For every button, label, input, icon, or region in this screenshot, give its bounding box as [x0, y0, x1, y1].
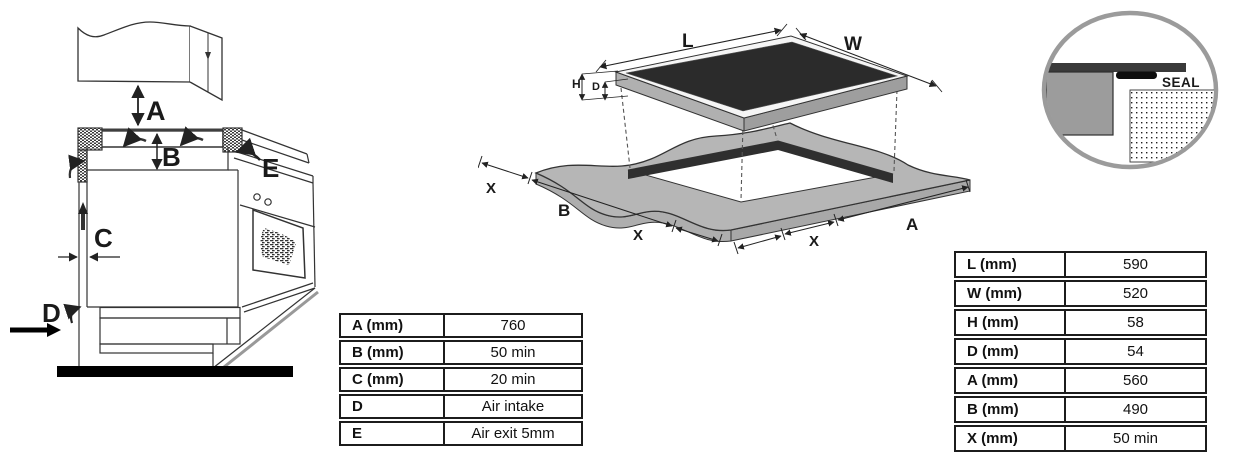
hob-body-section	[1046, 71, 1114, 136]
worktop-slab	[534, 122, 971, 243]
dimension-value: 50 min	[490, 344, 536, 361]
dimension-key: B (mm)	[341, 342, 445, 363]
dimension-value: 560	[1122, 372, 1149, 389]
dimension-key: D	[341, 396, 445, 417]
label-e: E	[262, 153, 279, 183]
hob-isometric	[614, 35, 909, 132]
dimension-h-d: H D	[572, 70, 629, 101]
table-row: A (mm) 560	[954, 367, 1207, 394]
dimension-value: 58	[1127, 314, 1144, 331]
clearance-b-arrow: B	[151, 132, 181, 172]
floor-line	[57, 366, 293, 377]
label-a: A	[146, 96, 166, 126]
air-exit-e: E	[235, 137, 279, 183]
label-x-left: X	[486, 180, 496, 197]
label-d: D	[42, 298, 61, 328]
table-row: X (mm) 50 min	[954, 425, 1207, 452]
dimension-key: H (mm)	[956, 311, 1066, 334]
hob-dimensions-table: L (mm) 590 W (mm) 520 H (mm) 58 D (mm) 54 A (mm)…	[954, 251, 1207, 452]
dimension-key: X (mm)	[956, 427, 1066, 450]
dimension-w: W	[795, 27, 943, 93]
dimension-l: L	[595, 23, 788, 73]
table-row: D (mm) 54	[954, 338, 1207, 365]
cabinet-carcass	[68, 147, 241, 368]
table-row: D Air intake	[339, 394, 583, 419]
cutout-inner-wall	[628, 141, 893, 183]
label-b: B	[162, 142, 181, 172]
clearance-c-dimension: C	[58, 223, 120, 262]
hob-slab-and-seals	[77, 126, 243, 183]
label-x-front-left: X	[633, 227, 643, 244]
table-row: E Air exit 5mm	[339, 421, 583, 446]
dimension-key: A (mm)	[341, 315, 445, 336]
overhead-cabinet	[77, 21, 223, 102]
dimension-value: 520	[1122, 285, 1149, 302]
table-row: B (mm) 490	[954, 396, 1207, 423]
table-row: W (mm) 520	[954, 280, 1207, 307]
glass-edge	[1046, 63, 1186, 72]
label-c: C	[94, 223, 113, 253]
dimension-key: D (mm)	[956, 340, 1066, 363]
dimension-value: 50 min	[1112, 430, 1159, 447]
label-l: L	[682, 31, 694, 52]
dimension-key: L (mm)	[956, 253, 1066, 276]
front-right-dimension-chain: X A	[733, 179, 971, 255]
seal-label: SEAL	[1162, 75, 1200, 90]
table-row: A (mm) 760	[339, 313, 583, 338]
dimension-key: C (mm)	[341, 369, 445, 390]
table-row: H (mm) 58	[954, 309, 1207, 336]
dimension-key: B (mm)	[956, 398, 1066, 421]
dimension-value: 760	[500, 317, 526, 334]
projection-lines	[620, 87, 898, 201]
air-intake-d: D	[10, 298, 82, 337]
dimension-value: 20 min	[490, 371, 536, 388]
label-x-front-right: X	[809, 233, 819, 250]
dimension-value: Air exit 5mm	[471, 425, 555, 442]
seal-detail-diagram: SEAL	[1041, 10, 1219, 170]
seal-strip	[1116, 71, 1157, 79]
oven-side-view	[212, 129, 319, 373]
dimension-value: 590	[1122, 256, 1149, 273]
dimension-key: W (mm)	[956, 282, 1066, 305]
table-row: B (mm) 50 min	[339, 340, 583, 365]
dimension-key: E	[341, 423, 445, 444]
dimension-key: A (mm)	[956, 369, 1066, 392]
oven-clearance-diagram: A B	[10, 21, 319, 377]
front-left-dimension-chain: X B X	[478, 155, 723, 247]
dimension-value: 490	[1122, 401, 1149, 418]
clearance-a-arrow: A	[131, 84, 166, 127]
table-row: C (mm) 20 min	[339, 367, 583, 392]
label-w: W	[844, 34, 862, 55]
worktop-cutout-diagram: L W H D X B X	[478, 23, 971, 255]
label-b-cutout: B	[558, 201, 570, 220]
label-d-depth: D	[592, 81, 600, 93]
dimension-value: 54	[1127, 343, 1144, 360]
label-a-cutout: A	[906, 215, 918, 234]
label-h: H	[572, 77, 581, 91]
table-row: L (mm) 590	[954, 251, 1207, 278]
dimension-value: Air intake	[481, 398, 545, 415]
